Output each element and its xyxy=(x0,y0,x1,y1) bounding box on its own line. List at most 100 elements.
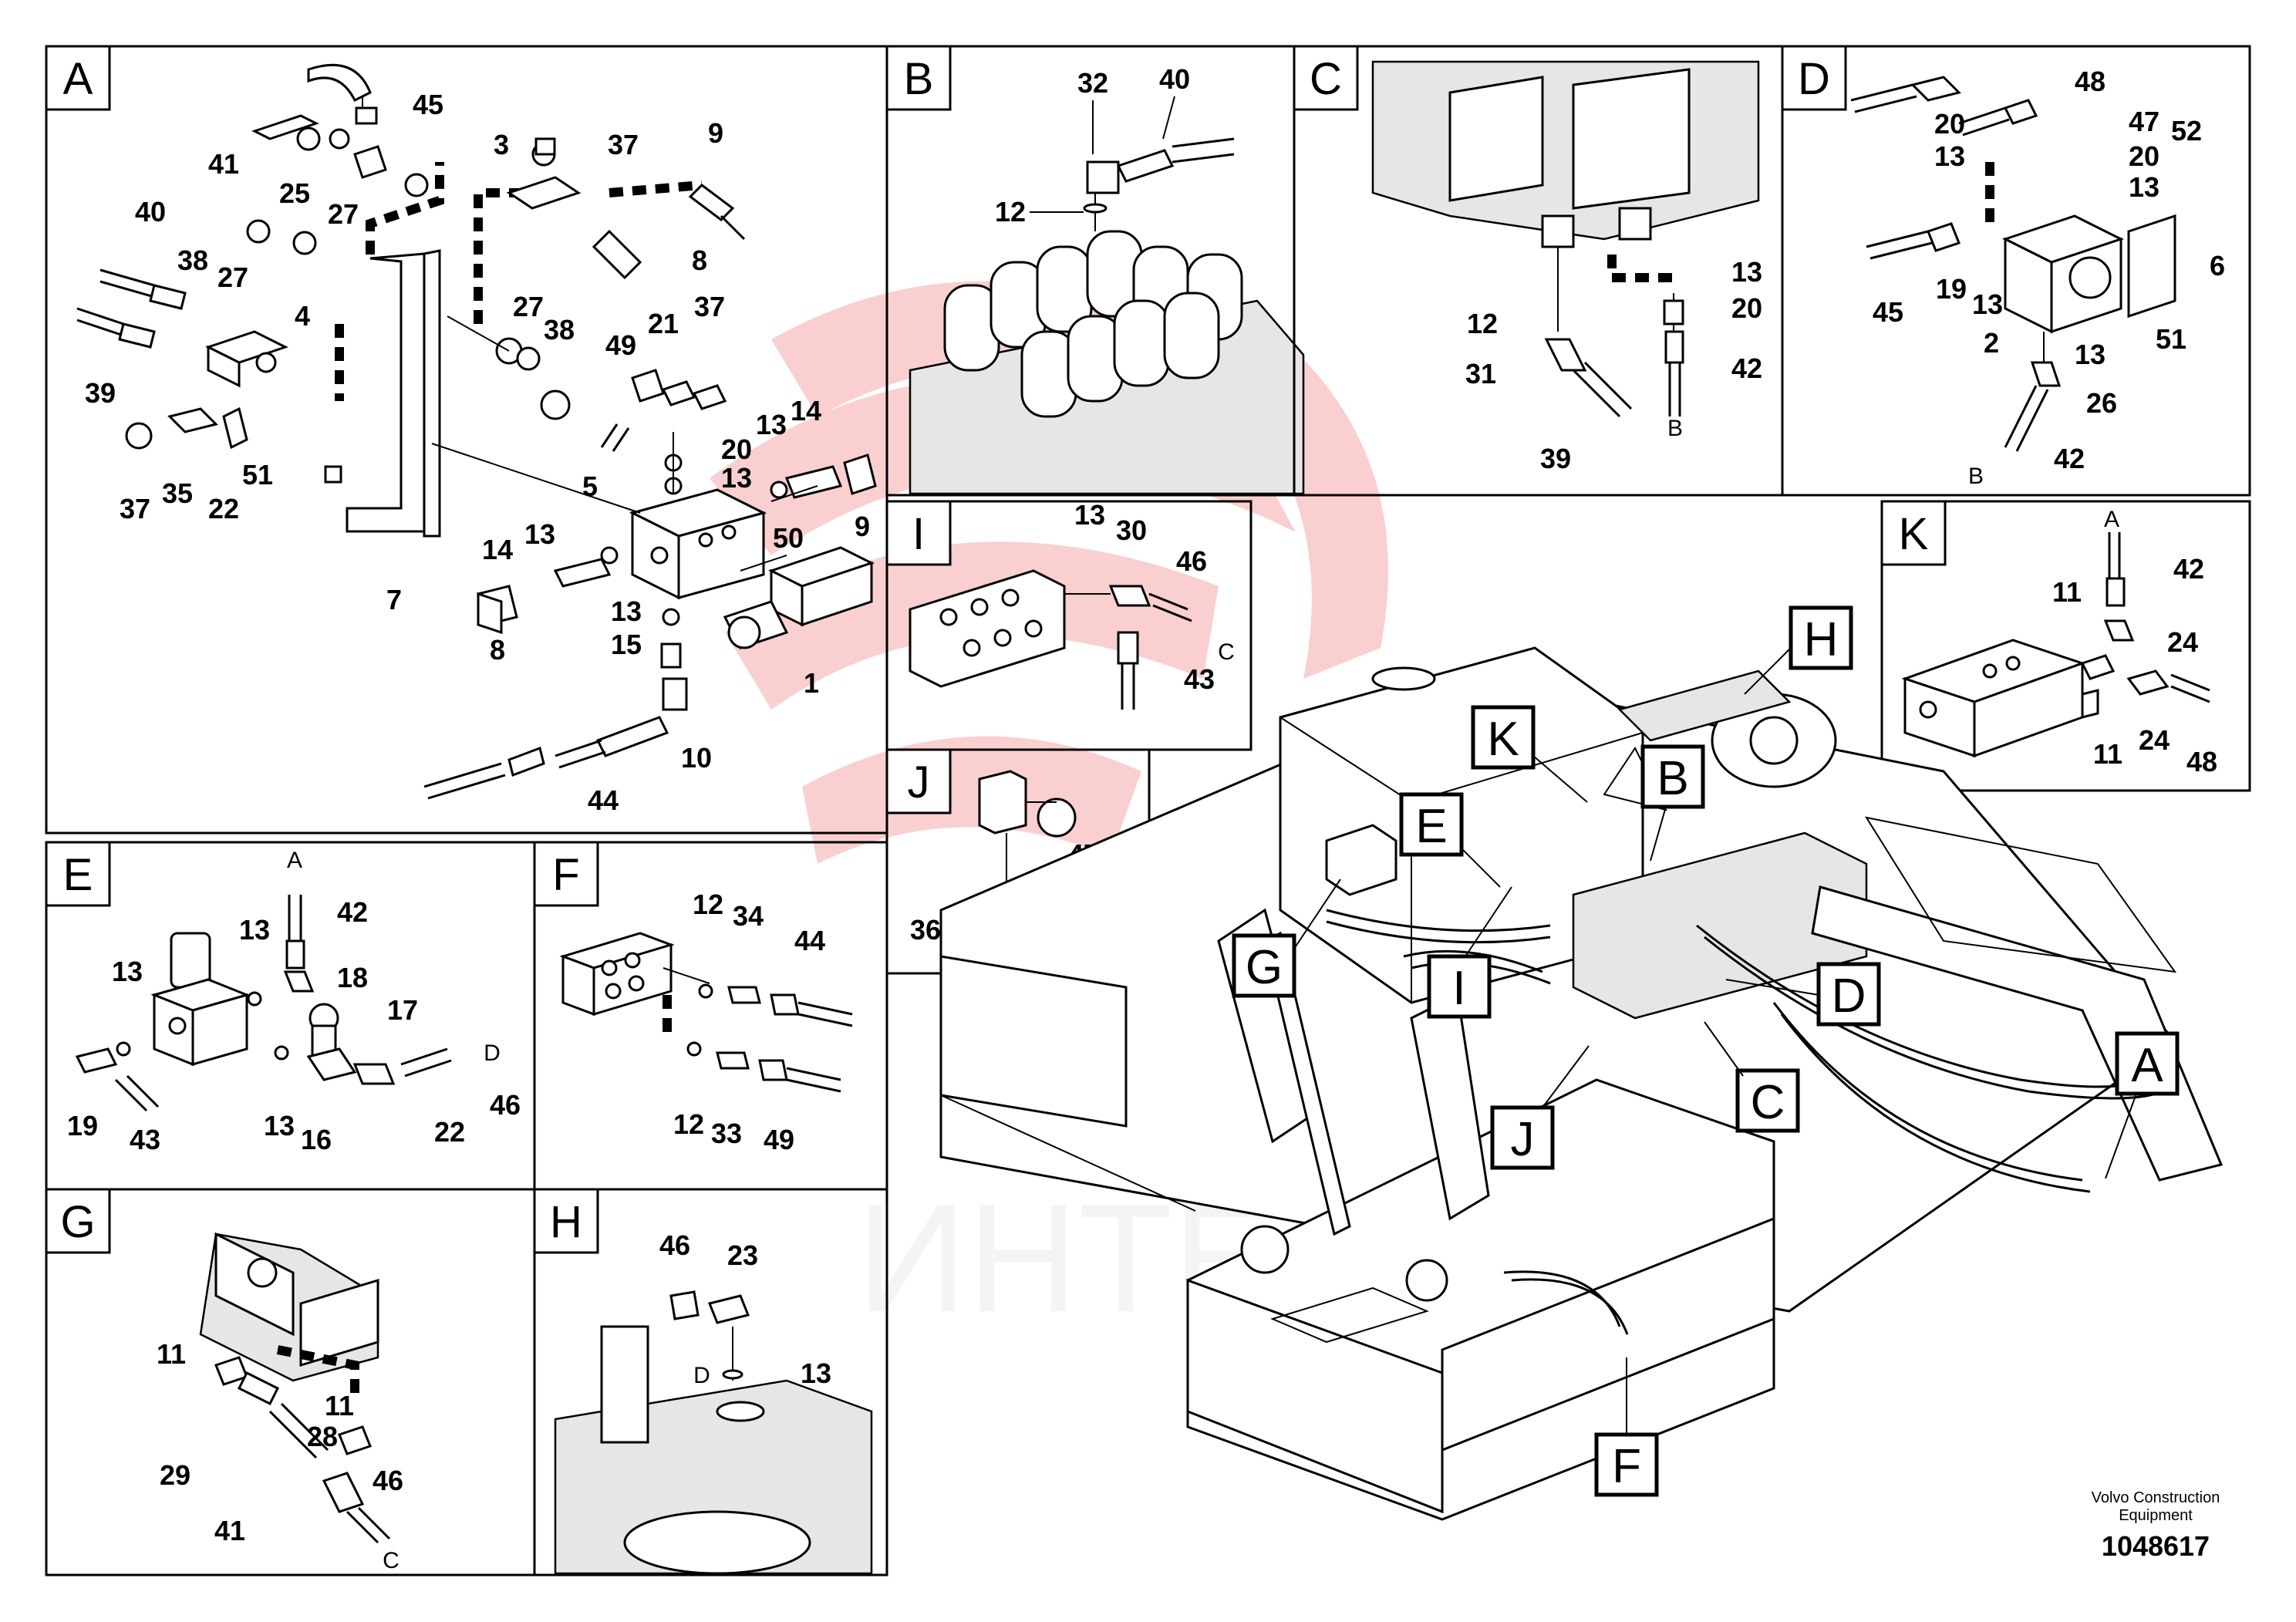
label-3: 3 xyxy=(494,129,509,160)
label-d-52: 52 xyxy=(2171,115,2202,147)
panel-a-letter: A xyxy=(63,54,93,104)
callout-b-letter: B xyxy=(1657,752,1688,805)
callout-b: B xyxy=(1640,744,1705,862)
callout-j: J xyxy=(1490,1045,1590,1170)
panel-f: F 12 34 44 12 33 49 xyxy=(533,841,888,1191)
label-d-47: 47 xyxy=(2129,106,2159,137)
label-g-41: 41 xyxy=(214,1515,245,1546)
label-14b: 14 xyxy=(482,534,513,565)
label-e-13b: 13 xyxy=(112,956,143,987)
callouts: A B C D E F G xyxy=(1232,605,2180,1497)
label-f-33: 33 xyxy=(711,1118,742,1149)
label-27c: 27 xyxy=(513,291,544,322)
label-c-39: 39 xyxy=(1540,443,1571,474)
callout-f: F xyxy=(1594,1357,1659,1497)
panel-f-letter: F xyxy=(552,850,579,900)
label-10: 10 xyxy=(681,742,712,774)
letter-h-d: D xyxy=(693,1363,710,1388)
label-1: 1 xyxy=(804,667,819,699)
label-51: 51 xyxy=(242,459,273,491)
panel-k-letter: K xyxy=(1899,509,1929,559)
callout-a: A xyxy=(2105,1031,2180,1179)
callout-g: G xyxy=(1232,878,1341,998)
label-14: 14 xyxy=(791,395,821,427)
callout-c-letter: C xyxy=(1751,1076,1785,1129)
label-f-44: 44 xyxy=(794,925,825,956)
label-4: 4 xyxy=(295,300,310,332)
panel-i-letter: I xyxy=(912,509,925,559)
label-d-42: 42 xyxy=(2054,443,2085,474)
callout-i: I xyxy=(1427,886,1512,1019)
letter-d-b: B xyxy=(1968,464,1984,489)
panel-g-letter: G xyxy=(60,1197,95,1247)
label-c-42: 42 xyxy=(1731,352,1762,384)
label-d-26: 26 xyxy=(2086,387,2117,419)
callout-a-letter: A xyxy=(2131,1039,2163,1092)
panel-a: A xyxy=(45,45,888,835)
label-37: 37 xyxy=(608,129,639,160)
panel-k: K 42 11 24 11 24 48 A xyxy=(1880,500,2251,792)
footer: Volvo Construction Equipment 1048617 xyxy=(2092,1489,2220,1562)
label-b-40: 40 xyxy=(1159,63,1190,95)
label-c-20: 20 xyxy=(1731,292,1762,324)
callout-i-letter: I xyxy=(1452,962,1465,1015)
label-13: 13 xyxy=(756,409,787,440)
letter-e-d: D xyxy=(484,1040,501,1066)
label-d-13d: 13 xyxy=(2075,339,2106,370)
label-39: 39 xyxy=(85,377,116,409)
label-45: 45 xyxy=(413,89,443,120)
label-e-19: 19 xyxy=(67,1110,98,1141)
label-f-34: 34 xyxy=(733,900,764,932)
label-b-12: 12 xyxy=(995,196,1026,228)
label-i-46: 46 xyxy=(1176,545,1207,577)
label-5: 5 xyxy=(582,470,598,502)
label-d-2: 2 xyxy=(1984,327,1999,359)
label-c-12: 12 xyxy=(1467,308,1498,339)
callout-c: C xyxy=(1704,1021,1800,1133)
label-f-12: 12 xyxy=(693,889,723,920)
drawing-number: 1048617 xyxy=(2102,1530,2210,1562)
label-9: 9 xyxy=(708,117,723,149)
label-41: 41 xyxy=(208,148,239,180)
label-27b: 27 xyxy=(217,261,248,293)
panel-c-letter: C xyxy=(1310,54,1342,104)
callout-e-letter: E xyxy=(1415,800,1447,853)
label-k-42: 42 xyxy=(2173,553,2204,585)
label-37b: 37 xyxy=(694,291,725,322)
label-d-20: 20 xyxy=(1934,108,1965,140)
label-40: 40 xyxy=(135,196,166,228)
company-line-2: Equipment xyxy=(2119,1507,2193,1524)
label-22: 22 xyxy=(208,493,239,524)
panel-d-letter: D xyxy=(1798,54,1830,104)
panel-a-labels: 45 41 25 27 3 37 9 40 38 27 8 27 38 4 21… xyxy=(85,89,870,816)
label-d-45: 45 xyxy=(1873,296,1903,328)
label-13d: 13 xyxy=(611,595,642,627)
label-d-20b: 20 xyxy=(2129,140,2159,172)
callout-j-letter: J xyxy=(1511,1113,1535,1166)
label-e-17: 17 xyxy=(387,994,418,1026)
label-25: 25 xyxy=(279,177,310,209)
panel-b-letter: B xyxy=(904,54,934,104)
label-i-30: 30 xyxy=(1116,514,1147,546)
label-d-13c: 13 xyxy=(1972,288,2003,320)
callout-k: K xyxy=(1471,705,1588,803)
label-g-46: 46 xyxy=(373,1465,403,1496)
label-13c: 13 xyxy=(524,518,555,550)
label-d-51: 51 xyxy=(2156,323,2186,355)
label-e-43: 43 xyxy=(130,1124,160,1155)
label-49: 49 xyxy=(605,329,636,361)
label-9b: 9 xyxy=(855,511,870,542)
label-44: 44 xyxy=(588,784,619,816)
panel-d: D 48 20 47 13 20 52 13 45 19 13 6 2 13 5… xyxy=(1781,45,2251,497)
panel-j-letter: J xyxy=(908,757,930,808)
letter-k-a: A xyxy=(2104,507,2119,532)
label-h-23: 23 xyxy=(727,1239,758,1271)
label-i-13: 13 xyxy=(1074,499,1105,531)
panel-c: C 13 12 20 31 42 39 B xyxy=(1293,45,1784,497)
label-e-13c: 13 xyxy=(264,1110,295,1141)
label-k-11b: 11 xyxy=(2093,738,2122,770)
label-i-43: 43 xyxy=(1184,663,1215,695)
panel-e: E 42 13 13 18 17 19 43 13 16 22 46 A D xyxy=(45,841,536,1191)
panel-h: H 46 23 13 D xyxy=(533,1188,888,1576)
callout-h: H xyxy=(1744,605,1853,695)
